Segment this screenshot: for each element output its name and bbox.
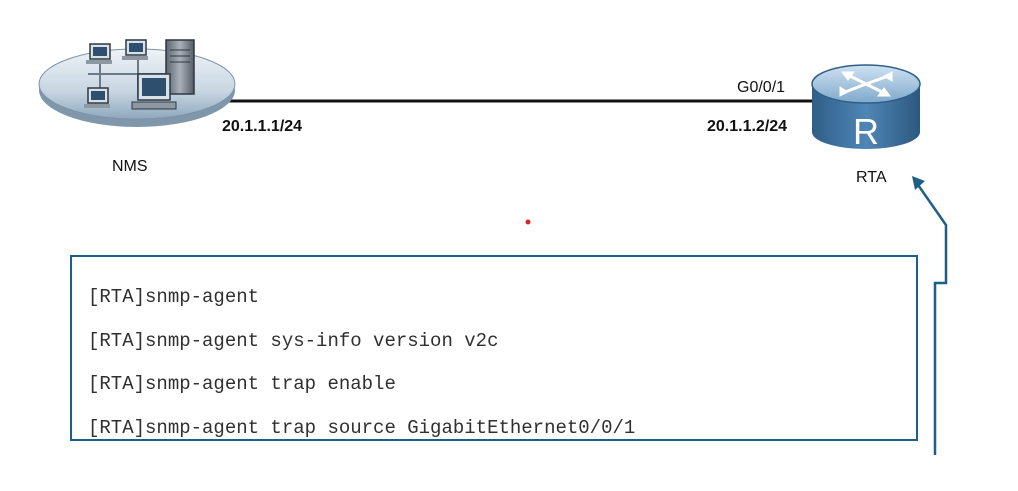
- rta-port-label: G0/0/1: [737, 79, 786, 96]
- command-list: [RTA]snmp-agent [RTA]snmp-agent sys-info…: [88, 276, 635, 450]
- pointer-arrow: [912, 176, 948, 455]
- command-line: [RTA]snmp-agent trap source GigabitEther…: [88, 416, 636, 439]
- command-line: [RTA]snmp-agent sys-info version v2c: [88, 329, 499, 352]
- command-box: [RTA]snmp-agent [RTA]snmp-agent sys-info…: [70, 255, 918, 441]
- nms-label: NMS: [112, 158, 148, 175]
- rta-ip-address: 20.1.1.2/24: [707, 118, 788, 135]
- rta-label: RTA: [856, 169, 887, 186]
- command-line: [RTA]snmp-agent: [88, 286, 260, 308]
- command-line: [RTA]snmp-agent trap enable: [88, 373, 396, 395]
- router-symbol: R: [853, 111, 879, 152]
- marker-dot: [525, 219, 531, 225]
- router-icon: R: [811, 64, 921, 152]
- nms-ip-address: 20.1.1.1/24: [222, 118, 303, 135]
- network-management-station-icon: [38, 39, 236, 127]
